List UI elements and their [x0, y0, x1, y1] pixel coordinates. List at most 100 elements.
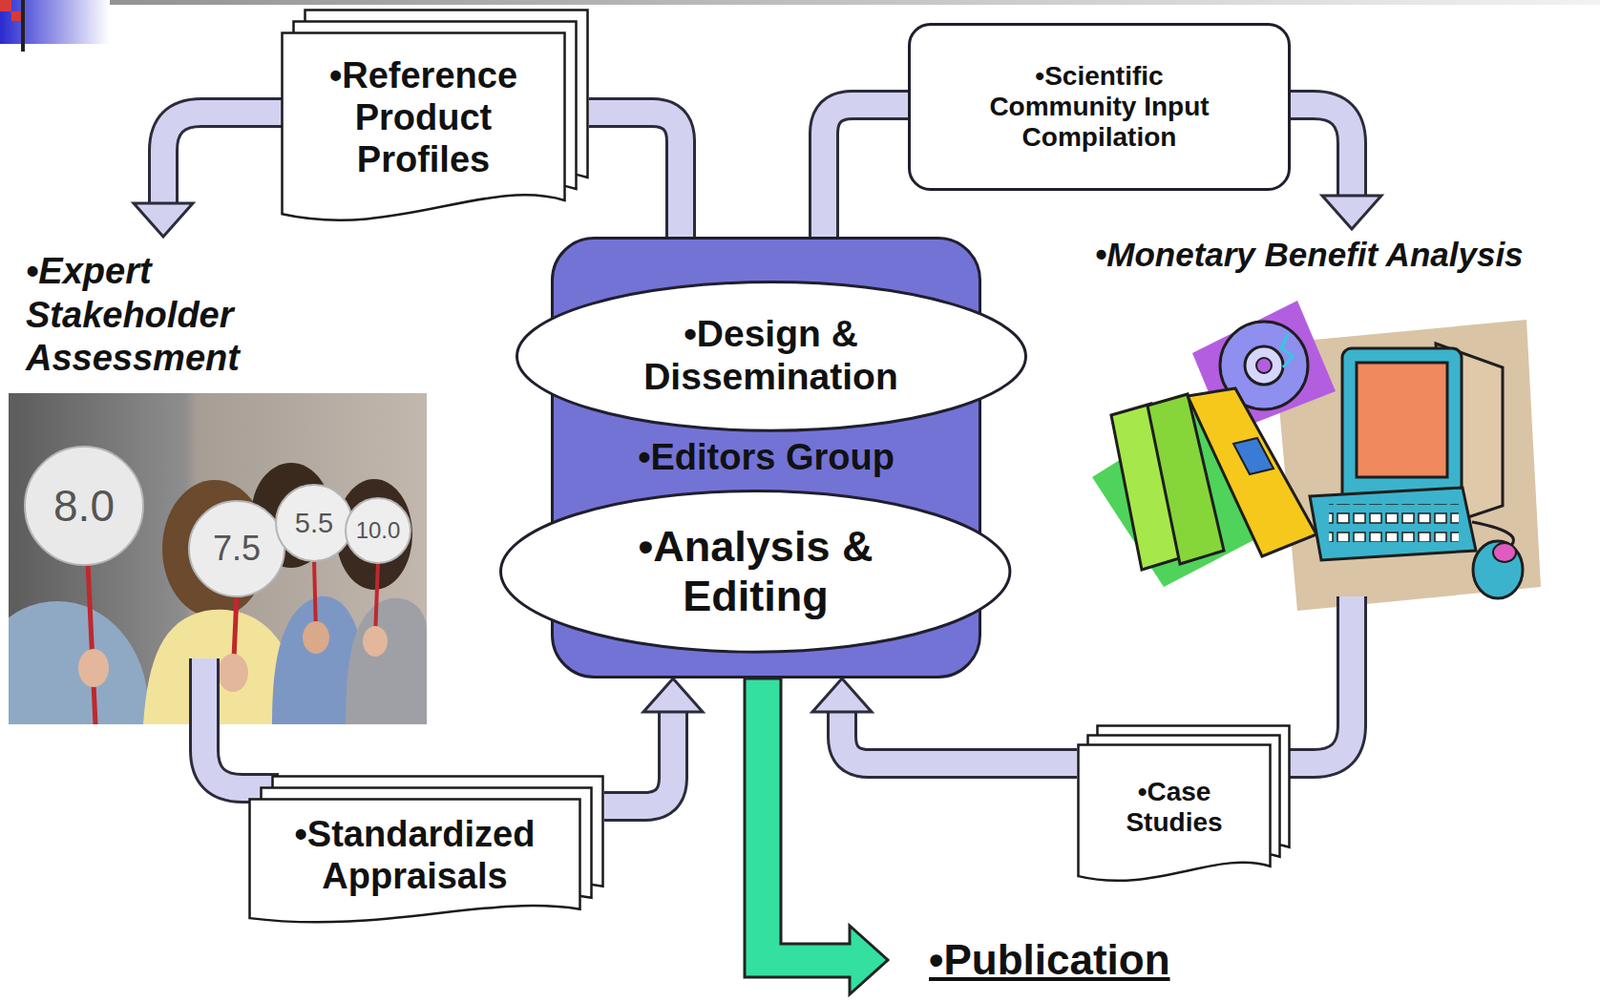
node-outline	[907, 22, 1291, 191]
hand	[217, 653, 249, 693]
group-box: •Editors Group •Design & Dissemination •An…	[550, 236, 982, 679]
arrow-outline	[1284, 105, 1352, 198]
arrow-body	[163, 112, 287, 206]
paddle-stick	[375, 561, 379, 638]
node-text: •Case Studies	[1102, 777, 1246, 839]
document-page	[282, 33, 566, 221]
node-outline	[550, 236, 982, 679]
flow-arrow	[589, 112, 681, 237]
document-stack: •Reference Product Profiles	[280, 8, 590, 230]
arrow-body	[1284, 105, 1352, 198]
corner-mark	[11, 11, 22, 22]
flow-arrow	[204, 658, 279, 789]
score-paddle	[345, 498, 411, 564]
ellipse-outline	[516, 281, 1026, 431]
analysis-label: •Monetary Benefit Analysis	[1094, 234, 1524, 275]
arrow-body	[1284, 596, 1352, 764]
flow-arrow	[812, 678, 1077, 764]
document-page	[273, 777, 604, 901]
publication-label: •Publication	[928, 935, 1171, 987]
process-ellipse: •Analysis & Editing	[499, 489, 1011, 654]
jacket	[345, 598, 427, 725]
score-number: 5.5	[294, 509, 334, 538]
monitor-screen	[1356, 362, 1448, 478]
score-number: 10.0	[356, 519, 401, 543]
cd-disc	[1256, 357, 1272, 374]
publication-arrow	[744, 678, 888, 995]
mouse	[1473, 541, 1523, 599]
node-outline	[499, 489, 1011, 654]
document-page	[1097, 726, 1290, 863]
node-text: •Editors Group	[637, 437, 895, 480]
arrow-outline	[1284, 596, 1352, 764]
ellipse-outline	[501, 491, 1011, 653]
computer-clipart	[1092, 300, 1541, 611]
arrow-outline	[604, 710, 674, 807]
arrow-outline	[204, 658, 279, 789]
hair	[336, 479, 413, 590]
score-number: 8.0	[53, 484, 115, 528]
document-page	[294, 21, 577, 210]
node-text: •Design & Dissemination	[589, 313, 953, 400]
arrow-body	[842, 710, 1077, 764]
arrow-head	[643, 678, 703, 713]
document-page	[305, 10, 589, 198]
score-number: 7.5	[212, 531, 261, 567]
hand	[78, 649, 109, 688]
document-page	[250, 800, 581, 924]
keyboard	[1309, 487, 1476, 561]
arrow-body	[204, 658, 279, 789]
book	[1187, 388, 1317, 557]
arrow-outline	[823, 105, 908, 237]
box-outline	[909, 24, 1290, 190]
cd-glint	[1281, 334, 1293, 368]
monitor	[1342, 348, 1462, 511]
hand	[362, 626, 388, 657]
flow-arrow	[823, 105, 908, 237]
mouse-button	[1493, 543, 1516, 563]
score-paddle	[275, 484, 353, 562]
process-ellipse: •Design & Dissemination	[515, 280, 1028, 433]
arrow-outline	[842, 710, 1077, 764]
node-text: •Standardized Appraisals	[255, 814, 574, 898]
node-text: •Analysis & Editing	[584, 522, 928, 622]
stakeholder-photo	[8, 393, 427, 725]
node-text: •Scientific Community Input Compilation	[970, 61, 1229, 154]
score-paddle	[189, 501, 285, 597]
input-box: •Scientific Community Input Compilation	[907, 22, 1291, 191]
arrow-head	[1322, 195, 1382, 230]
shirt	[8, 601, 148, 725]
box-outline	[552, 238, 981, 678]
top-rule	[0, 0, 1600, 5]
cd-disc	[1244, 346, 1284, 385]
node-outline	[1076, 724, 1291, 888]
arrow-body	[589, 112, 681, 237]
arrow-head	[133, 203, 193, 237]
hand	[302, 621, 330, 654]
book-label	[1233, 438, 1274, 475]
node-outline	[248, 775, 605, 929]
corner-mark	[0, 0, 12, 12]
node-outline	[515, 280, 1028, 433]
arrow-head	[812, 678, 872, 713]
flow-arrow	[1284, 596, 1352, 764]
arrow-outline	[589, 112, 681, 237]
document-page	[261, 788, 592, 912]
arrow-body	[604, 710, 674, 807]
flow-arrow	[1284, 105, 1382, 230]
document-page	[1088, 736, 1281, 872]
corner-bar	[21, 0, 25, 52]
score-paddle	[24, 446, 144, 566]
arrow-body	[823, 105, 908, 237]
document-stack: •Case Studies	[1076, 724, 1291, 888]
flow-arrow	[604, 678, 703, 807]
flow-arrow	[133, 112, 287, 237]
paddle-stick	[87, 563, 96, 725]
stakeholder-label: •Expert Stakeholder Assessment	[25, 250, 298, 381]
node-outline	[280, 8, 590, 230]
